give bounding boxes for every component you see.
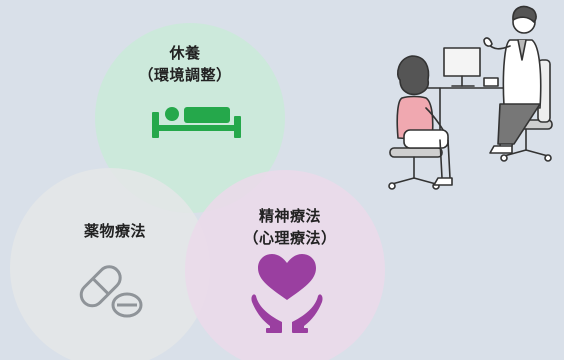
rest-subtitle: （環境調整） xyxy=(138,66,232,84)
psych-subtitle: （心理療法） xyxy=(243,229,337,247)
drug-circle xyxy=(10,168,210,360)
heart-hands-icon xyxy=(251,254,323,333)
drug-title: 薬物療法 xyxy=(83,222,146,240)
psych-label: 精神療法 （心理療法） xyxy=(215,205,365,249)
doctor-patient-consultation-illustration xyxy=(388,5,553,190)
pill-capsule-icon xyxy=(79,265,143,318)
bed-icon xyxy=(152,107,241,138)
psych-title: 精神療法 xyxy=(258,207,321,225)
rest-title: 休養 xyxy=(169,44,201,62)
drug-label: 薬物療法 xyxy=(45,220,185,242)
rest-label: 休養 （環境調整） xyxy=(110,42,260,86)
